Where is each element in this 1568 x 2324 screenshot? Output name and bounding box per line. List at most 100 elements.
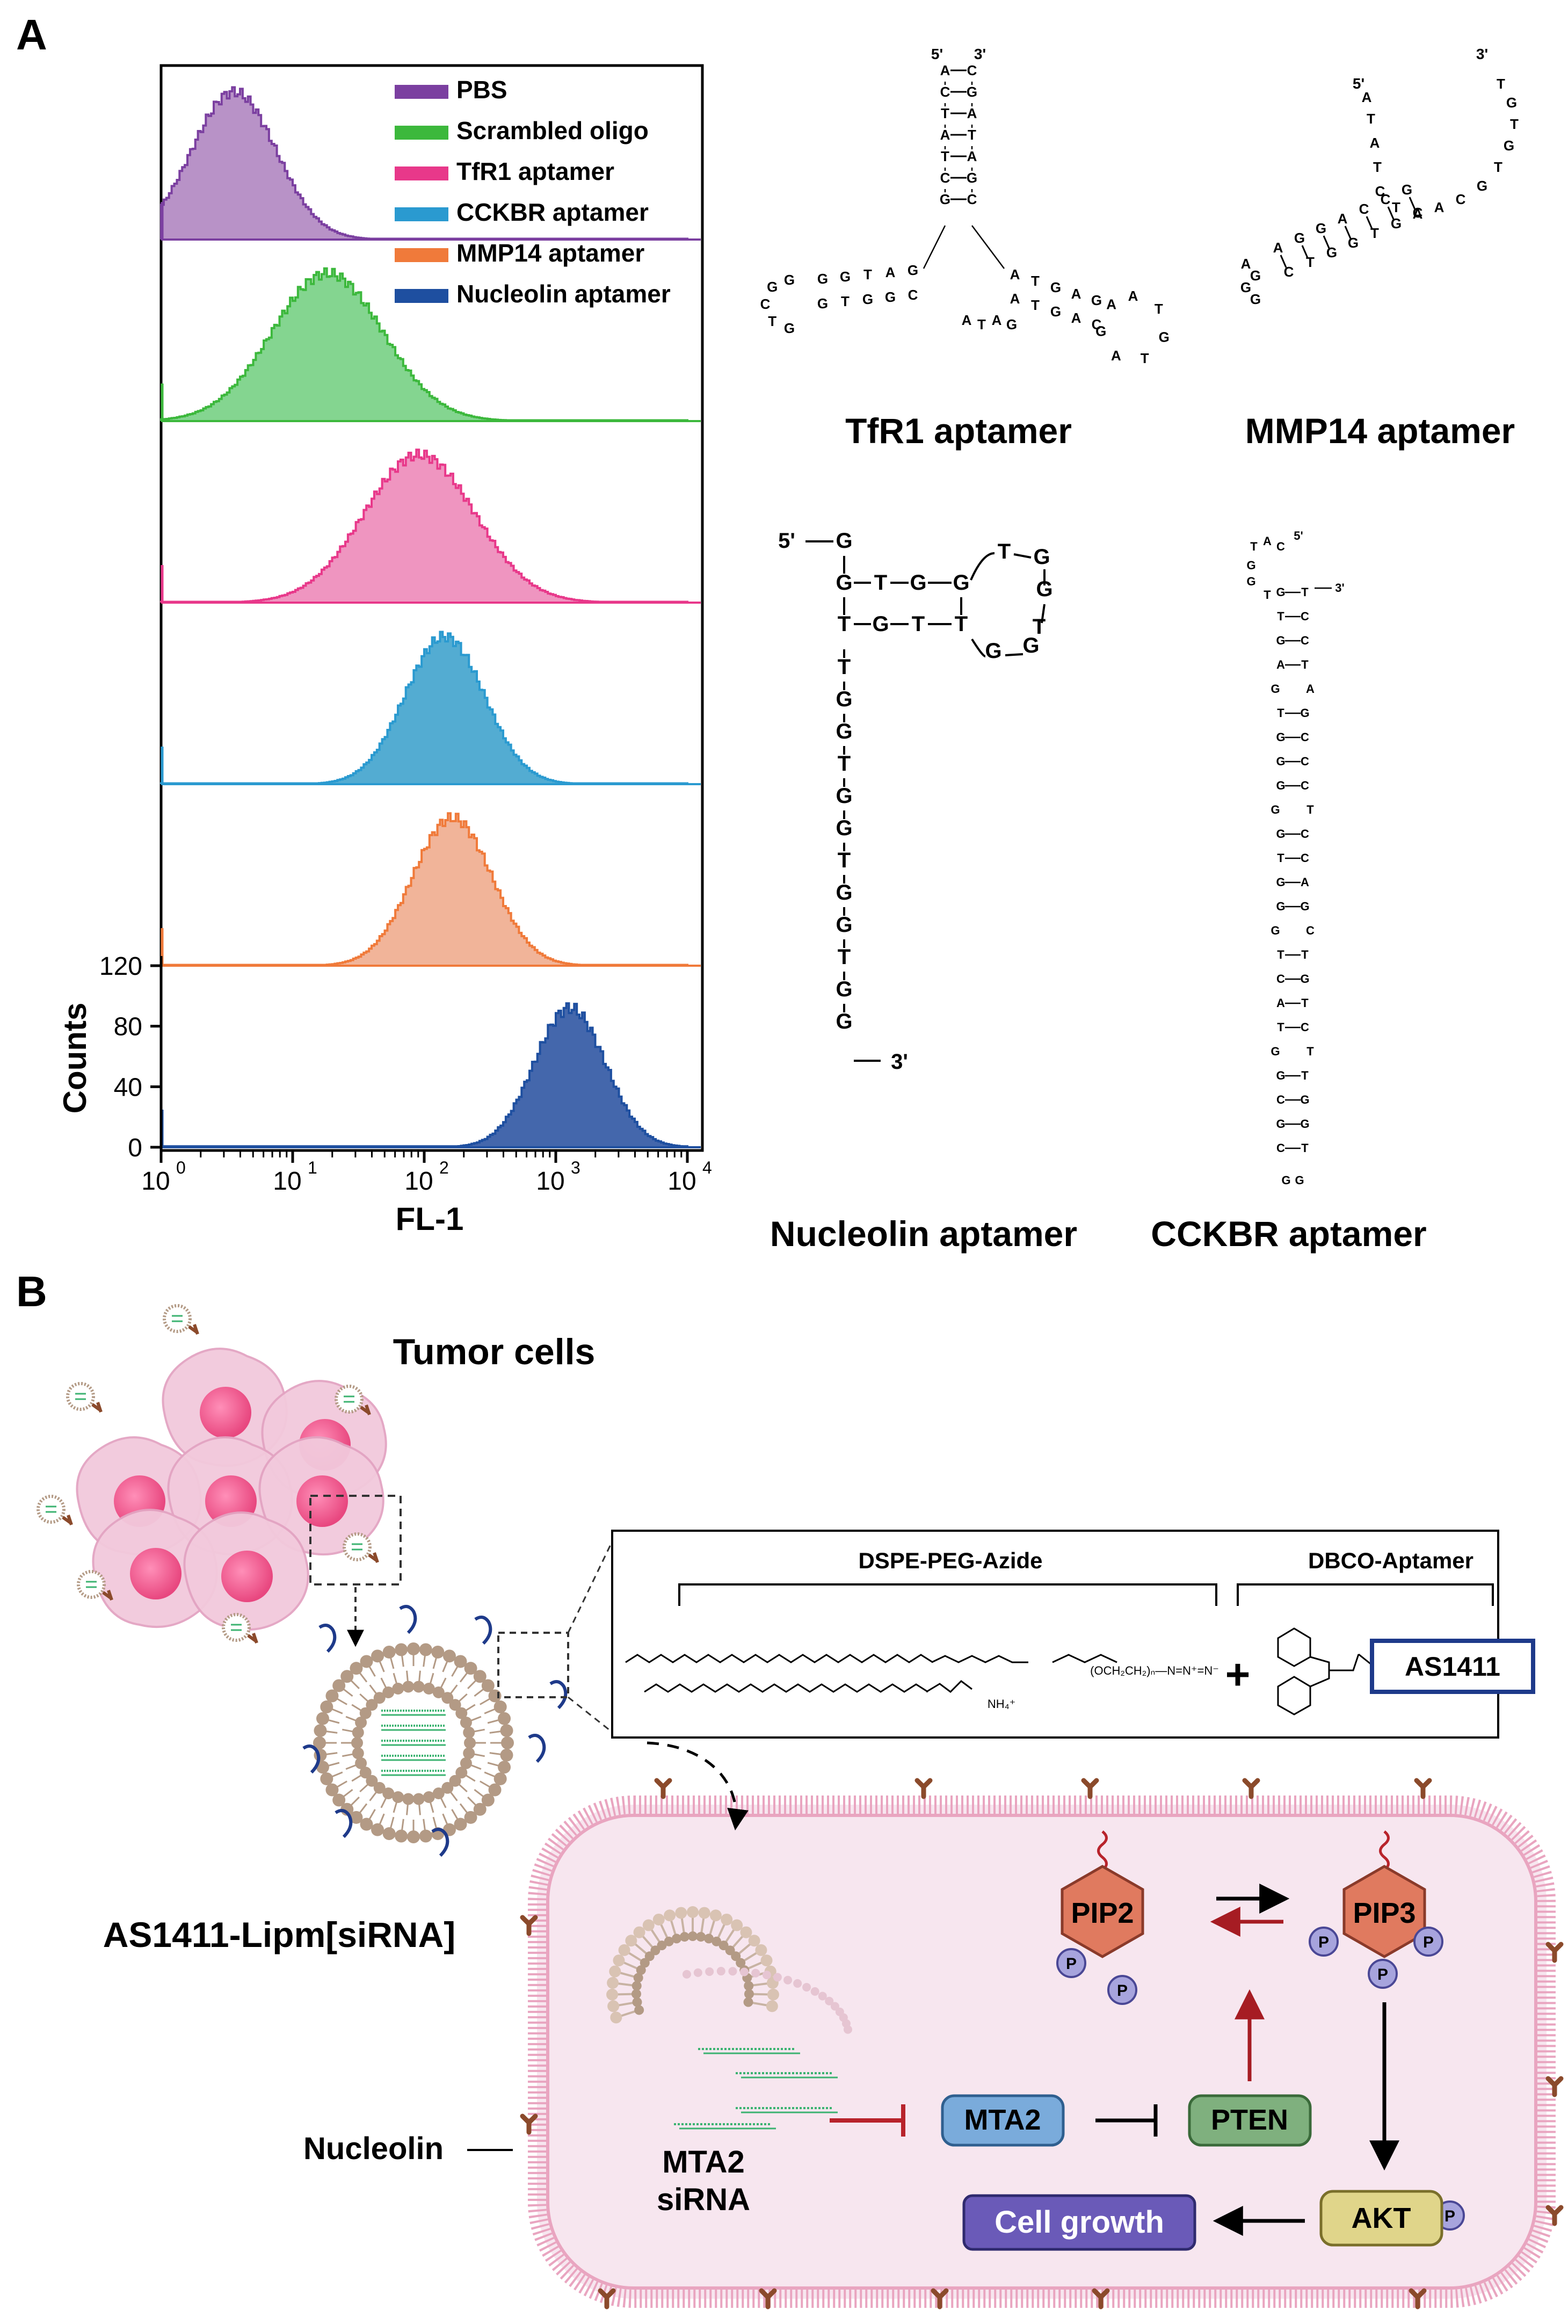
endosome-head xyxy=(607,1977,619,1989)
histogram-fill-2 xyxy=(161,450,687,603)
nucleolin-receptor xyxy=(1414,1778,1432,1799)
endosome-head xyxy=(664,1936,674,1946)
y-tick-label-0: 0 xyxy=(128,1134,142,1162)
akt-label: AKT xyxy=(1352,2202,1411,2234)
nuc-base: G xyxy=(985,639,1001,663)
mmp14-base: G xyxy=(1506,95,1517,111)
mini-receptor xyxy=(188,1324,199,1335)
tfr1-base: T xyxy=(968,127,976,143)
cckbr-base: G xyxy=(1276,779,1285,792)
dspe-peg-azide-label: DSPE-PEG-Azide xyxy=(858,1548,1042,1573)
lipid-head xyxy=(500,1748,513,1762)
lipid-head xyxy=(325,1783,339,1797)
endosome-head xyxy=(636,1965,646,1975)
endosome-head xyxy=(631,1981,642,1991)
endosome-head xyxy=(743,1997,753,2007)
histogram-fill-4 xyxy=(161,813,687,966)
mini-sirna xyxy=(231,1624,242,1631)
lipid-head xyxy=(464,1662,477,1675)
bond xyxy=(1344,226,1352,239)
lipid-head xyxy=(316,1712,329,1725)
endosome-head xyxy=(748,1935,760,1947)
cckbr-base: C xyxy=(1301,827,1309,841)
lipid-head xyxy=(371,1649,384,1663)
lipid-head xyxy=(392,1683,404,1695)
endosome-head xyxy=(688,1931,698,1941)
histogram-fill-1 xyxy=(161,268,687,421)
tfr1-base: A xyxy=(940,127,950,143)
legend-swatch-3 xyxy=(395,207,448,221)
lipid-head xyxy=(455,1766,468,1779)
nuc-base: T xyxy=(955,612,968,636)
dspe-bracket xyxy=(678,1583,1217,1606)
cckbr-base: C xyxy=(1276,1093,1285,1106)
endosome-head xyxy=(760,1954,773,1967)
histogram-fill-0 xyxy=(161,87,687,240)
lipid-head xyxy=(454,1655,467,1668)
phospho-label: P xyxy=(1066,1955,1077,1973)
lipid-chain-2 xyxy=(644,1683,928,1693)
mmp14-base: G xyxy=(1504,137,1514,154)
lipid-head xyxy=(316,1761,329,1774)
lipid-head xyxy=(382,1686,395,1699)
lipid-head xyxy=(464,1737,476,1749)
nuc-base: G xyxy=(836,913,852,937)
y-tick-label-1: 40 xyxy=(114,1073,142,1102)
tumor-cell-cluster xyxy=(37,1304,387,1644)
cckbr-base: T xyxy=(1277,610,1284,623)
tfr1-base: C xyxy=(908,287,918,303)
x-tick-exp-2: 2 xyxy=(439,1158,449,1177)
lipid-head xyxy=(366,1775,378,1787)
endosome-head xyxy=(740,1926,752,1938)
mmp14-base: G xyxy=(1240,279,1251,295)
phospho-label: P xyxy=(1318,1934,1329,1951)
endosome-head xyxy=(762,1971,771,1980)
nuc-base: G xyxy=(836,1010,852,1033)
peg-link xyxy=(1052,1654,1117,1663)
lipid-head xyxy=(325,1689,339,1703)
endosome-head xyxy=(773,1973,782,1982)
cckbr-base: G xyxy=(1300,900,1309,913)
mmp14-base: G xyxy=(1326,244,1337,260)
cell-membrane-outer xyxy=(528,1796,1556,2308)
tfr1-base: T xyxy=(863,266,872,283)
mmp14-base: G xyxy=(1250,291,1261,307)
endosome-head xyxy=(739,1967,749,1977)
panel-a-label: A xyxy=(16,11,47,59)
y-axis-label: Counts xyxy=(57,1003,93,1114)
lipid-head xyxy=(373,1782,386,1794)
tfr1-base: G xyxy=(1095,323,1106,339)
akt-node xyxy=(1319,2190,1443,2247)
phospho-circle xyxy=(1309,1927,1339,1957)
endosome-head xyxy=(744,1989,754,1999)
mini-liposome xyxy=(163,1304,192,1333)
nuc-base: G xyxy=(953,571,969,595)
tfr1-base: A xyxy=(967,105,977,121)
mta2-node xyxy=(941,2094,1065,2147)
nuc-base: T xyxy=(998,540,1011,563)
mmp14-base: A xyxy=(1413,206,1423,222)
x-tick-label-1: 10 xyxy=(273,1167,301,1196)
cckbr-base: A xyxy=(1263,534,1272,548)
tfr1-base: G xyxy=(908,262,918,278)
bond xyxy=(923,225,946,269)
phospho-label: P xyxy=(1117,1982,1128,2000)
endosome-head xyxy=(618,1944,630,1956)
lipid-head xyxy=(501,1736,514,1749)
lipid-head xyxy=(423,1791,435,1803)
aptamer-tail xyxy=(399,1605,417,1634)
lipid-head xyxy=(392,1791,404,1803)
nuc-base: T xyxy=(838,752,851,776)
lipid-head xyxy=(359,1766,372,1779)
endosome-head xyxy=(682,1970,691,1979)
pten-node xyxy=(1188,2094,1312,2147)
legend-label-3: CCKBR aptamer xyxy=(456,198,649,226)
endosome-head xyxy=(709,1909,722,1922)
nucleolin-receptor xyxy=(1545,1942,1564,1963)
lipid-head xyxy=(412,1681,425,1693)
cckbr-base: G xyxy=(1276,1069,1285,1082)
mmp14-base: T xyxy=(1306,254,1315,270)
aptamer-tail xyxy=(528,1734,546,1763)
